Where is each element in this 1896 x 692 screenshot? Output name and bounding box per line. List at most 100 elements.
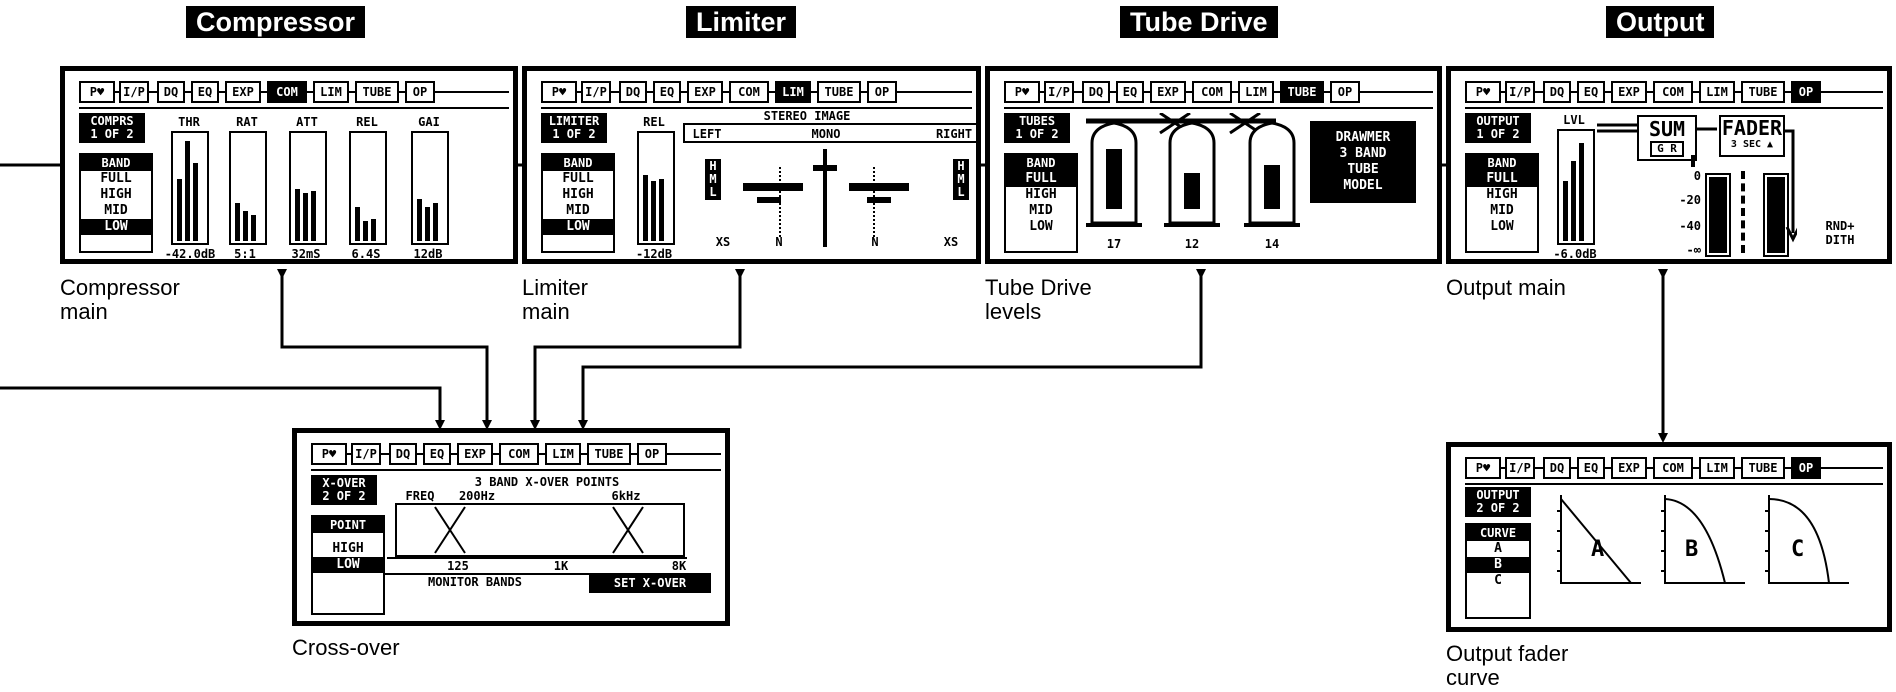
tab-exp[interactable]: EXP	[687, 81, 723, 103]
tab-exp[interactable]: EXP	[457, 443, 493, 465]
tab-eq[interactable]: EQ	[423, 443, 451, 465]
tab-lim[interactable]: LIM	[1238, 81, 1274, 103]
band-full[interactable]: FULL	[100, 171, 132, 186]
monitor-bands-button[interactable]: MONITOR BANDS	[428, 575, 522, 589]
tab-preset[interactable]: P♥	[1465, 457, 1501, 479]
band-mid[interactable]: MID	[104, 203, 128, 218]
tab-exp[interactable]: EXP	[225, 81, 261, 103]
tab-op[interactable]: OP	[405, 81, 435, 103]
tab-lim[interactable]: LIM	[313, 81, 349, 103]
tab-dq[interactable]: DQ	[619, 81, 647, 103]
xover-graph[interactable]	[395, 503, 685, 557]
tab-op[interactable]: OP	[1791, 457, 1821, 479]
curve-c[interactable]: C	[1494, 573, 1502, 588]
point-list[interactable]: POINT HIGH LOW	[311, 515, 385, 615]
band-high[interactable]: HIGH	[1025, 187, 1057, 202]
tab-input[interactable]: I/P	[1505, 457, 1535, 479]
tab-eq[interactable]: EQ	[1577, 457, 1605, 479]
band-list[interactable]: BAND FULL HIGH MID LOW	[79, 153, 153, 253]
xover-freq-1[interactable]: 200Hz	[458, 489, 496, 503]
band-high[interactable]: HIGH	[1486, 187, 1518, 202]
tab-op[interactable]: OP	[637, 443, 667, 465]
tab-com[interactable]: COM	[1192, 81, 1232, 103]
tab-com[interactable]: COM	[1653, 457, 1693, 479]
band-high[interactable]: HIGH	[562, 187, 594, 202]
tab-lim[interactable]: LIM	[1699, 81, 1735, 103]
tab-op[interactable]: OP	[1791, 81, 1821, 103]
band-full[interactable]: FULL	[562, 171, 594, 186]
curve-b[interactable]: B	[1467, 557, 1529, 573]
tube-drive-header: Tube Drive	[1120, 6, 1278, 38]
curve-a-graph	[1557, 495, 1641, 584]
band-low[interactable]: LOW	[1490, 219, 1514, 234]
band-mid[interactable]: MID	[1029, 203, 1053, 218]
point-high[interactable]: HIGH	[332, 541, 364, 556]
xover-curves	[434, 506, 644, 554]
curve-list[interactable]: CURVE A B C	[1465, 523, 1531, 619]
tab-lim[interactable]: LIM	[1699, 457, 1735, 479]
tab-input[interactable]: I/P	[1505, 81, 1535, 103]
tab-tube[interactable]: TUBE	[817, 81, 861, 103]
tab-bar: P♥ I/P DQ EQ EXP COM LIM TUBE OP	[541, 81, 972, 103]
band-full[interactable]: FULL	[1006, 171, 1076, 187]
band-low[interactable]: LOW	[543, 219, 613, 235]
fader-block[interactable]: FADER 3 SEC ▲	[1719, 115, 1785, 157]
band-low[interactable]: LOW	[1029, 219, 1053, 234]
tab-com[interactable]: COM	[499, 443, 539, 465]
tab-exp[interactable]: EXP	[1150, 81, 1186, 103]
curve-c-graph	[1765, 495, 1849, 584]
band-high[interactable]: HIGH	[100, 187, 132, 202]
tab-preset[interactable]: P♥	[311, 443, 347, 465]
tab-exp[interactable]: EXP	[1611, 457, 1647, 479]
tab-tube[interactable]: TUBE	[1280, 81, 1324, 103]
tab-exp[interactable]: EXP	[1611, 81, 1647, 103]
tab-eq[interactable]: EQ	[191, 81, 219, 103]
band-list[interactable]: BAND FULL HIGH MID LOW	[1004, 153, 1078, 253]
tab-com[interactable]: COM	[1653, 81, 1693, 103]
tab-eq[interactable]: EQ	[1116, 81, 1144, 103]
tab-tube[interactable]: TUBE	[1741, 457, 1785, 479]
band-mid[interactable]: MID	[566, 203, 590, 218]
tab-preset[interactable]: P♥	[79, 81, 115, 103]
tab-op[interactable]: OP	[867, 81, 897, 103]
fader-curve-graphs	[1557, 495, 1849, 584]
tab-tube[interactable]: TUBE	[1741, 81, 1785, 103]
tab-preset[interactable]: P♥	[1465, 81, 1501, 103]
tab-com[interactable]: COM	[267, 81, 307, 103]
tab-preset[interactable]: P♥	[1004, 81, 1040, 103]
tab-op[interactable]: OP	[1330, 81, 1360, 103]
tab-dq[interactable]: DQ	[157, 81, 185, 103]
curve-a[interactable]: A	[1494, 541, 1502, 556]
tab-dq[interactable]: DQ	[1543, 457, 1571, 479]
tab-dq[interactable]: DQ	[1543, 81, 1571, 103]
set-xover-button[interactable]: SET X-OVER	[589, 573, 711, 593]
band-list[interactable]: BAND FULL HIGH MID LOW	[541, 153, 615, 253]
tab-input[interactable]: I/P	[119, 81, 149, 103]
band-mid[interactable]: MID	[1490, 203, 1514, 218]
tab-dq[interactable]: DQ	[1082, 81, 1110, 103]
tab-input[interactable]: I/P	[1044, 81, 1074, 103]
tab-lim[interactable]: LIM	[545, 443, 581, 465]
tab-input[interactable]: I/P	[351, 443, 381, 465]
band-low[interactable]: LOW	[81, 219, 151, 235]
tab-eq[interactable]: EQ	[653, 81, 681, 103]
band-list[interactable]: BAND FULL HIGH MID LOW	[1465, 153, 1539, 253]
tab-eq[interactable]: EQ	[1577, 81, 1605, 103]
tab-tube[interactable]: TUBE	[587, 443, 631, 465]
band-full[interactable]: FULL	[1467, 171, 1537, 187]
point-low[interactable]: LOW	[313, 557, 383, 573]
tab-com[interactable]: COM	[729, 81, 769, 103]
freq-label: FREQ	[405, 489, 435, 503]
xover-freq-2[interactable]: 6kHz	[611, 489, 641, 503]
tab-lim[interactable]: LIM	[775, 81, 811, 103]
tab-input[interactable]: I/P	[581, 81, 611, 103]
tab-tube[interactable]: TUBE	[355, 81, 399, 103]
tab-preset[interactable]: P♥	[541, 81, 577, 103]
tab-dq[interactable]: DQ	[389, 443, 417, 465]
